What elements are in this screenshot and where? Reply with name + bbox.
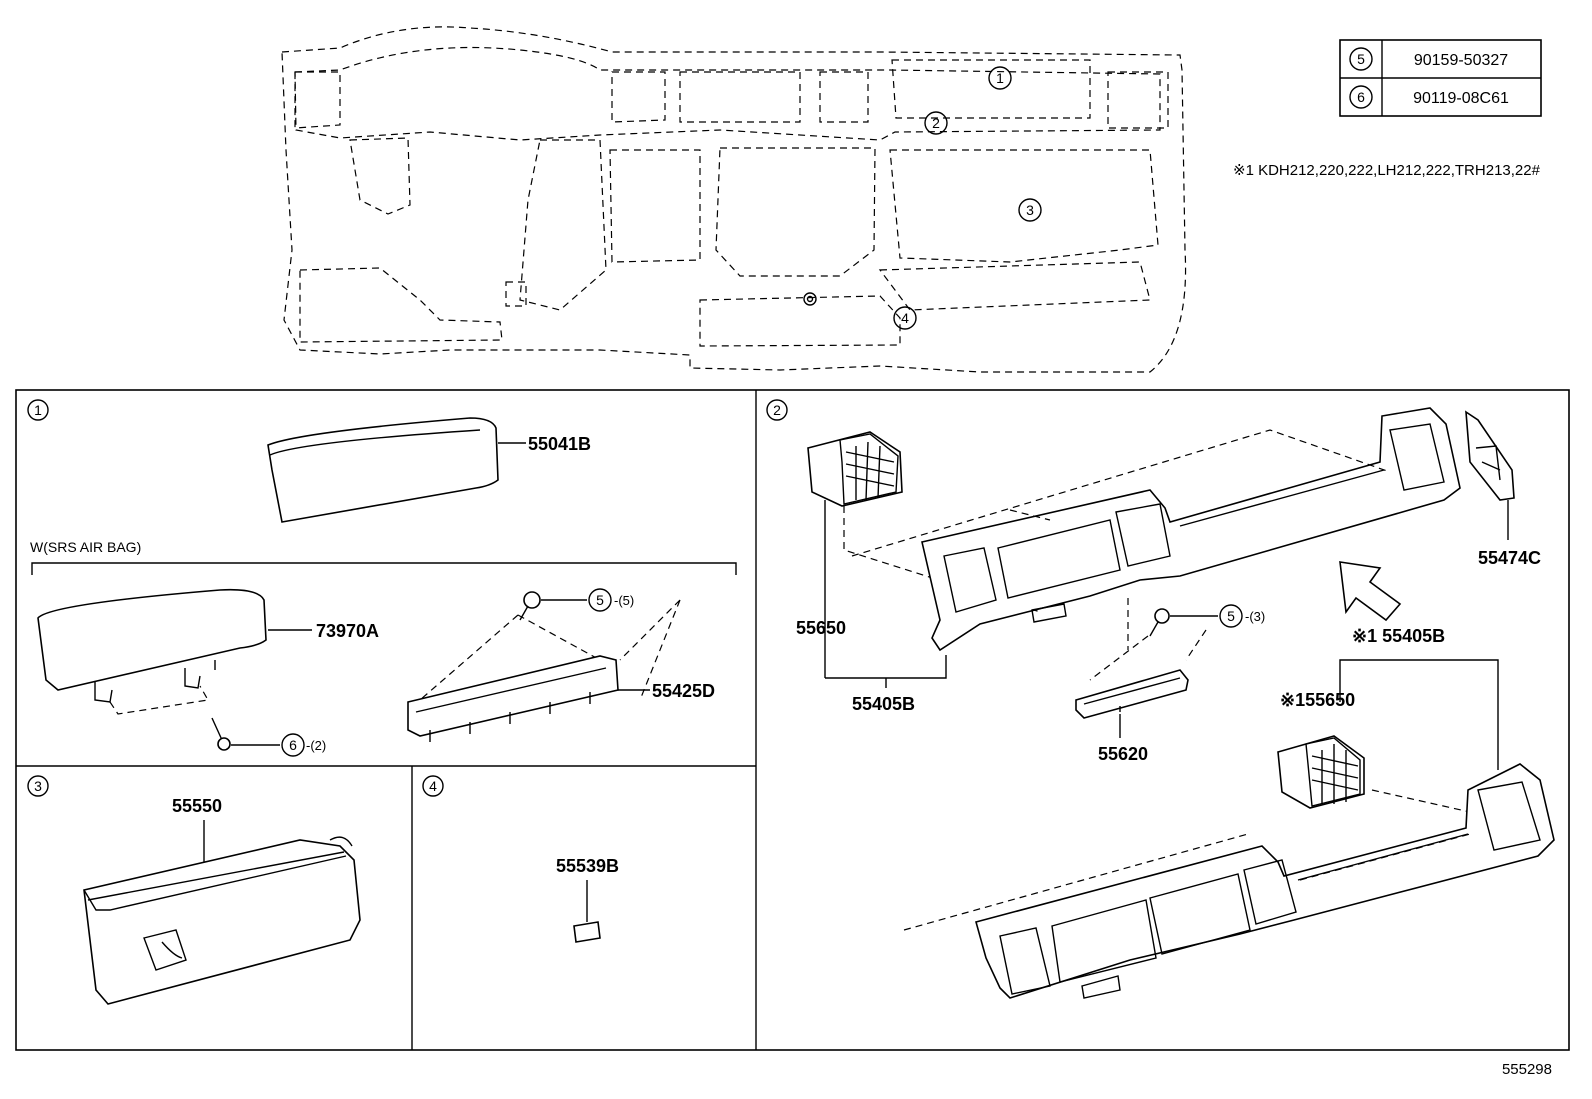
- panel-2: 2 55474C 55650 55405B: [766, 399, 1555, 999]
- overview-callout-4: 4: [893, 306, 917, 330]
- part-55405B-upper-shape: [921, 407, 1461, 652]
- fastener-legend: 5 90159-50327 6 90119-08C61: [1339, 39, 1542, 117]
- ref-6-circle-text: 6: [289, 737, 297, 753]
- legend-ref-5: 5: [1357, 51, 1365, 67]
- callout-3-text: 3: [1026, 202, 1034, 218]
- overview-callout-1: 1: [988, 66, 1012, 90]
- part-55620-shape: [1075, 669, 1189, 719]
- panel-1-tag: 1: [34, 402, 42, 418]
- part-55650-vent-alt: [1277, 735, 1365, 809]
- ref-5-p2-circle-text: 5: [1227, 608, 1235, 624]
- panel-4: 4 55539B: [422, 775, 619, 943]
- callout-4-text: 4: [901, 310, 909, 326]
- part-55550-glovebox-shape: [83, 839, 361, 1005]
- label-55474C: 55474C: [1478, 548, 1541, 568]
- label-55539B: 55539B: [556, 856, 619, 876]
- label-55650: 55650: [796, 618, 846, 638]
- panel-3-tag: 3: [34, 778, 42, 794]
- ref-6-qty: -(2): [306, 738, 326, 753]
- part-55041B-shape: [267, 417, 499, 523]
- instrument-panel-overview: 1 2 3 4: [281, 26, 1187, 373]
- overview-callout-3: 3: [1018, 198, 1042, 222]
- screw-6-icon: [211, 717, 231, 751]
- condition-srs-airbag: W(SRS AIR BAG): [30, 539, 141, 555]
- label-55041B: 55041B: [528, 434, 591, 454]
- part-55405B-lower-shape: [975, 763, 1555, 999]
- screw-5-icon-p2: [1149, 608, 1170, 637]
- part-55539B-shape: [573, 921, 601, 943]
- screw-5-icon: [519, 591, 541, 621]
- part-55474C-shape: [1465, 410, 1515, 501]
- part-73970A-shape: [37, 588, 267, 691]
- label-73970A: 73970A: [316, 621, 379, 641]
- panel-2-tag: 2: [773, 402, 781, 418]
- legend-part-90159-50327: 90159-50327: [1414, 52, 1508, 69]
- ref-5-qty: -(5): [614, 593, 634, 608]
- illustration-number: 555298: [1502, 1061, 1552, 1078]
- label-55550: 55550: [172, 796, 222, 816]
- label-55650-alt: ※155650: [1280, 690, 1355, 710]
- label-55405B-alt: ※1 55405B: [1352, 626, 1445, 646]
- callout-2-text: 2: [932, 115, 940, 131]
- label-55405B: 55405B: [852, 694, 915, 714]
- panel-4-tag: 4: [429, 778, 437, 794]
- ref-5-p2-qty: -(3): [1245, 609, 1265, 624]
- view-arrow-icon: [1339, 561, 1402, 622]
- overview-callout-2: 2: [924, 111, 948, 135]
- callout-1-text: 1: [996, 70, 1004, 86]
- label-55425D: 55425D: [652, 681, 715, 701]
- panel-1: 1 55041B W(SRS AIR BAG) 73970A 6 -(2): [27, 399, 737, 757]
- label-55620: 55620: [1098, 744, 1148, 764]
- legend-part-90119-08C61: 90119-08C61: [1413, 90, 1509, 107]
- panel-grid: [15, 389, 1570, 1051]
- part-55425D-shape: [407, 655, 619, 737]
- model-footnote: ※1 KDH212,220,222,LH212,222,TRH213,22#: [1233, 162, 1541, 179]
- legend-ref-6: 6: [1357, 89, 1365, 105]
- part-55650-vent: [807, 431, 903, 507]
- panel-3: 3 55550: [27, 775, 361, 1005]
- ref-5-circle-text: 5: [596, 592, 604, 608]
